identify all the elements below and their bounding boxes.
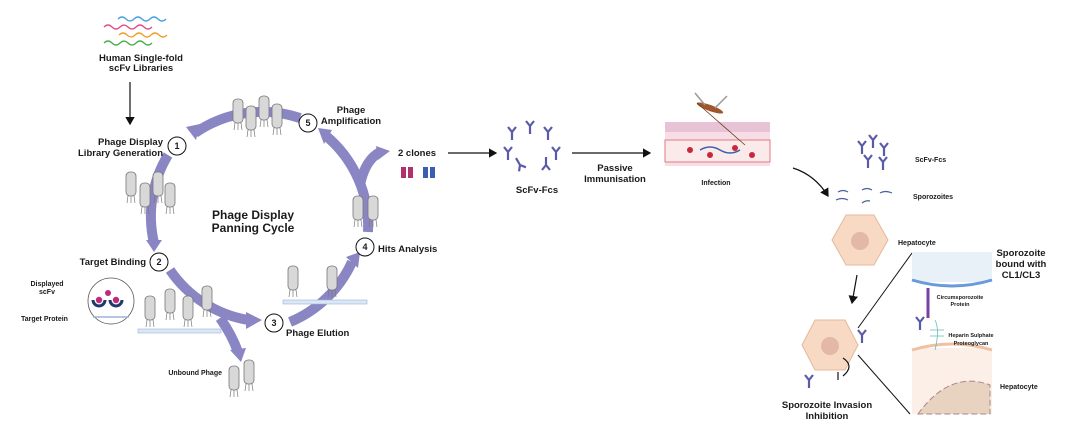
cycle-arrow-unbound: [215, 315, 243, 354]
inset-title-line2: bound with: [996, 259, 1047, 270]
hspg-label-line1: Heparin Sulphate: [948, 333, 993, 339]
displayed-scfv-label-line2: scFv: [39, 289, 55, 296]
unbound-phage-label: Unbound Phage: [168, 370, 222, 377]
cycle-arrow-1-2: [145, 152, 173, 245]
step-2-number: 2: [156, 257, 161, 267]
inhibition-icon: [837, 357, 850, 380]
inset-title-line3: CL1/CL3: [1002, 270, 1041, 281]
target-protein-label: Target Protein: [21, 316, 68, 323]
step-4-number: 4: [362, 242, 367, 252]
dna-library-icon: [103, 16, 168, 46]
inset-title-line1: Sporozoite: [996, 248, 1045, 259]
target-plate-elution: [282, 299, 368, 305]
inhibited-hepatocyte-icon: [801, 319, 868, 390]
step-1-label-line2: Library Generation: [78, 148, 163, 159]
inset-connector-bottom: [857, 354, 911, 415]
hepatocyte-label: Hepatocyte: [898, 240, 936, 247]
step-5-number: 5: [305, 118, 310, 128]
inhibition-label-line2: Inhibition: [806, 411, 849, 422]
step-5: 5: [298, 113, 318, 133]
arrow-to-inhibition: [848, 274, 858, 305]
step-2-label: Target Binding: [80, 257, 147, 268]
infection-label: Infection: [701, 180, 730, 187]
cycle-arrowheads: [146, 124, 390, 362]
arrow-to-liver: [792, 167, 829, 198]
step-4-label: Hits Analysis: [378, 244, 437, 255]
library-label-line2: scFv Libraries: [109, 63, 173, 74]
inhibition-label-line1: Sporozoite Invasion: [782, 400, 872, 411]
step-1-label-line1: Phage Display: [98, 137, 164, 148]
library-label-line1: Human Single-fold: [99, 53, 183, 64]
target-plate-binding: [137, 328, 222, 334]
mosquito-icon: [694, 92, 746, 146]
cycle-title-line2: Panning Cycle: [212, 221, 295, 235]
passive-immunisation-line2: Immunisation: [584, 174, 646, 185]
step-3-label: Phage Elution: [286, 328, 350, 339]
scfv-fc-antibodies-icon: [502, 119, 562, 173]
sporozoites-label: Sporozoites: [913, 194, 953, 201]
sporozoites-icon: [835, 187, 893, 204]
step-5-label-line1: Phage: [337, 105, 366, 116]
step-2: 2: [149, 252, 169, 272]
step-4: 4: [355, 237, 375, 257]
step-3: 3: [264, 313, 284, 333]
displayed-scfv-inset: [87, 277, 135, 325]
step-1-number: 1: [174, 141, 179, 151]
inset-hepatocyte-label: Hepatocyte: [1000, 384, 1038, 391]
inset-connector-top: [857, 252, 913, 329]
phage-icons: [125, 95, 379, 398]
liver-scfv-fcs-label: ScFv-Fcs: [915, 157, 946, 164]
infection-illustration: [664, 92, 771, 166]
hspg-icon: [930, 319, 944, 351]
step-1: 1: [167, 136, 187, 156]
clones-icon: [401, 167, 435, 178]
cycle-title-line1: Phage Display: [212, 208, 294, 222]
hepatocyte-icon: [831, 214, 889, 266]
scfv-fc-cluster-icon: [856, 133, 890, 172]
step-5-label-line2: Amplification: [321, 116, 381, 127]
hspg-label-line2: Proteoglycan: [954, 341, 989, 347]
cycle-arrow-3-4: [287, 259, 357, 327]
csp-label-line2: Protein: [951, 302, 971, 308]
step-3-number: 3: [271, 318, 276, 328]
passive-immunisation-line1: Passive: [597, 163, 632, 174]
displayed-scfv-label-line1: Displayed: [30, 281, 63, 288]
cycle-arrow-clones: [355, 147, 383, 187]
clones-label: 2 clones: [398, 148, 436, 159]
scfv-fcs-label: ScFv-Fcs: [516, 185, 558, 196]
inset-panel: [911, 252, 993, 415]
csp-label-line1: Circumsporozoite: [937, 295, 984, 301]
